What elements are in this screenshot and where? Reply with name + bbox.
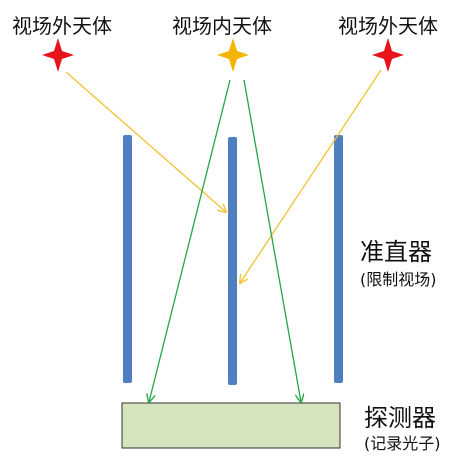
- detector-title: 探测器: [364, 404, 436, 432]
- collimator-slat-left: [123, 135, 132, 383]
- collimator-slat-center: [228, 137, 237, 385]
- star-left-icon: [42, 38, 74, 72]
- ray-center-right: [243, 79, 301, 402]
- source-center-label: 视场内天体: [172, 14, 272, 38]
- detector-subtitle: (记录光子): [364, 434, 441, 453]
- collimator-title: 准直器: [360, 238, 432, 266]
- detector-block: [121, 402, 341, 449]
- ray-center-left: [149, 79, 231, 402]
- source-right-label: 视场外天体: [338, 14, 438, 38]
- source-left-label: 视场外天体: [12, 14, 112, 38]
- star-right-icon: [372, 38, 404, 72]
- collimator-slat-right: [334, 135, 343, 383]
- collimator-subtitle: (限制视场): [360, 270, 437, 289]
- star-center-icon: [217, 38, 249, 72]
- ray-left-outside: [65, 71, 226, 212]
- ray-right-outside: [240, 69, 382, 283]
